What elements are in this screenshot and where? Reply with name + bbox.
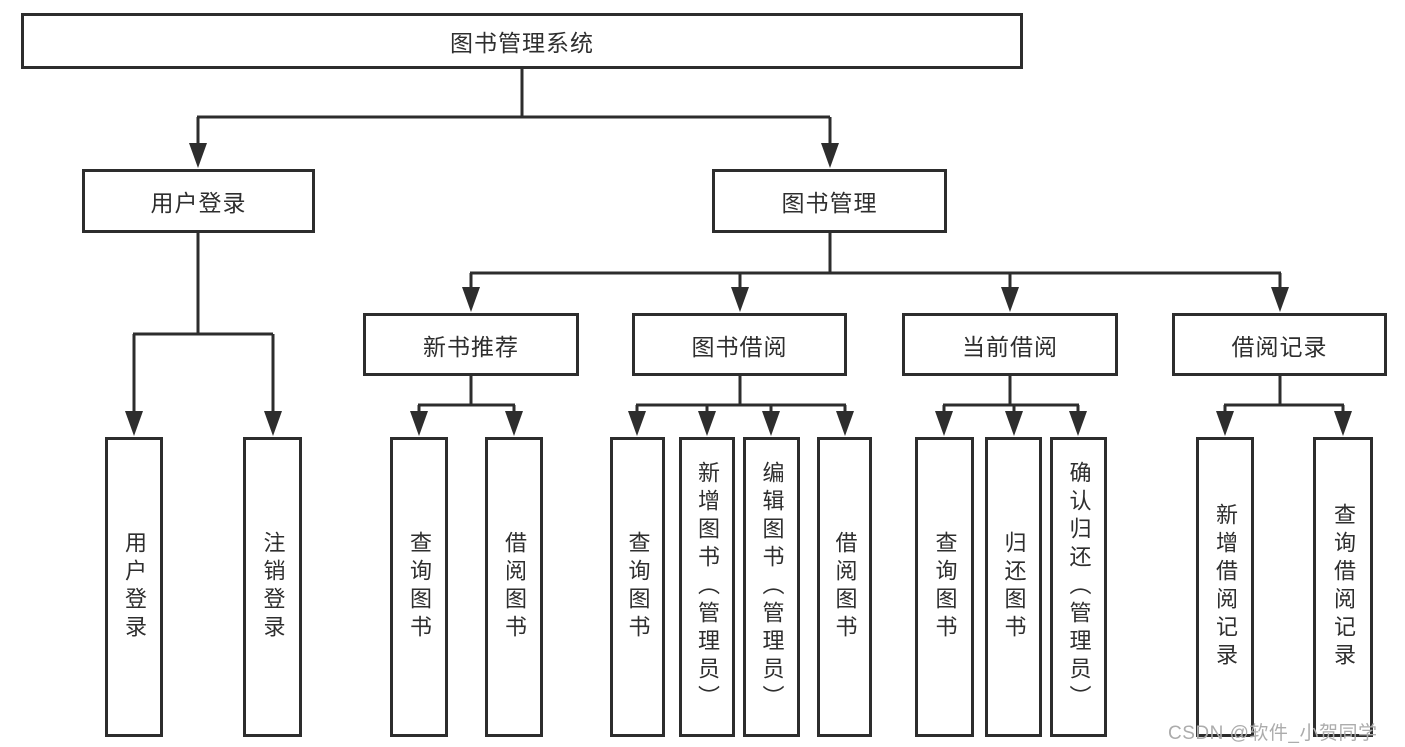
- leaf-recommend-borrow-book: 借阅图书: [485, 437, 543, 737]
- node-user-login: 用户登录: [82, 169, 315, 233]
- leaf-add-borrow-record: 新增借阅记录: [1196, 437, 1254, 737]
- node-book-management: 图书管理: [712, 169, 947, 233]
- leaf-return-book-label: 归还图书: [1001, 531, 1027, 643]
- leaf-user-login: 用户登录: [105, 437, 163, 737]
- node-current-borrow: 当前借阅: [902, 313, 1118, 376]
- node-borrow-records: 借阅记录: [1172, 313, 1387, 376]
- node-new-book-recommend-label: 新书推荐: [423, 333, 519, 360]
- leaf-recommend-query-book-label: 查询图书: [407, 531, 432, 643]
- leaf-edit-book-admin: 编辑图书（管理员）: [743, 437, 800, 737]
- leaf-current-query-book-label: 查询图书: [932, 531, 958, 643]
- leaf-edit-book-admin-label: 编辑图书（管理员）: [759, 461, 785, 713]
- node-borrow-records-label: 借阅记录: [1231, 333, 1328, 360]
- node-current-borrow-label: 当前借阅: [962, 333, 1058, 360]
- leaf-confirm-return-admin-label: 确认归还（管理员）: [1066, 461, 1092, 713]
- leaf-borrow-book: 借阅图书: [817, 437, 872, 737]
- leaf-query-borrow-record-label: 查询借阅记录: [1331, 503, 1356, 671]
- node-book-borrow: 图书借阅: [632, 313, 847, 376]
- leaf-confirm-return-admin: 确认归还（管理员）: [1050, 437, 1107, 737]
- csdn-watermark: CSDN @软件_小贺同学: [1168, 723, 1378, 744]
- leaf-logout-label: 注销登录: [260, 531, 286, 643]
- node-book-management-label: 图书管理: [781, 190, 878, 216]
- leaf-recommend-borrow-book-label: 借阅图书: [502, 531, 527, 643]
- node-new-book-recommend: 新书推荐: [363, 313, 579, 376]
- node-book-borrow-label: 图书借阅: [691, 333, 788, 360]
- leaf-borrow-query-book: 查询图书: [610, 437, 665, 737]
- leaf-return-book: 归还图书: [985, 437, 1042, 737]
- leaf-add-borrow-record-label: 新增借阅记录: [1213, 503, 1238, 671]
- node-root-system: 图书管理系统: [21, 13, 1023, 69]
- leaf-query-borrow-record: 查询借阅记录: [1313, 437, 1373, 737]
- node-root-label: 图书管理系统: [450, 30, 594, 56]
- leaf-borrow-book-label: 借阅图书: [832, 531, 858, 643]
- leaf-add-book-admin: 新增图书（管理员）: [679, 437, 735, 737]
- leaf-recommend-query-book: 查询图书: [390, 437, 448, 737]
- leaf-logout: 注销登录: [243, 437, 302, 737]
- leaf-add-book-admin-label: 新增图书（管理员）: [695, 461, 720, 713]
- leaf-borrow-query-book-label: 查询图书: [625, 531, 651, 643]
- leaf-user-login-label: 用户登录: [122, 531, 147, 643]
- node-user-login-label: 用户登录: [150, 190, 247, 216]
- leaf-current-query-book: 查询图书: [915, 437, 974, 737]
